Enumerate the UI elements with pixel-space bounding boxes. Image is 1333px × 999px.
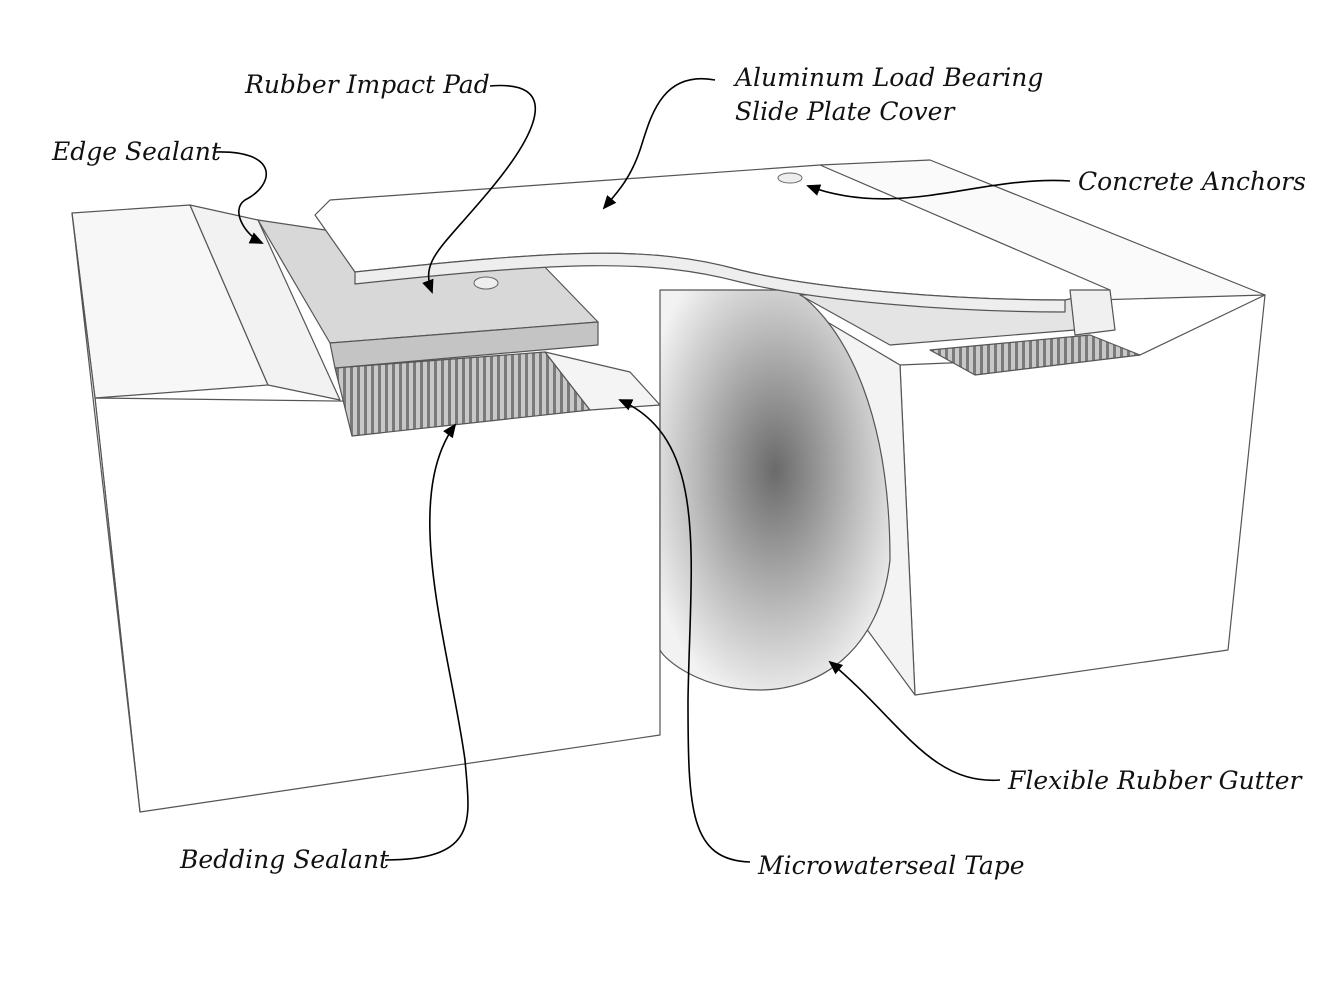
label-aluminum-cover-line2: Slide Plate Cover [735, 97, 956, 126]
microwaterseal-tape [544, 351, 661, 411]
label-rubber-impact-pad: Rubber Impact Pad [244, 70, 490, 99]
label-edge-sealant: Edge Sealant [51, 137, 222, 166]
label-concrete-anchors: Concrete Anchors [1078, 167, 1306, 196]
label-microwaterseal-tape: Microwaterseal Tape [757, 851, 1025, 880]
label-flexible-rubber-gutter: Flexible Rubber Gutter [1007, 766, 1304, 795]
label-aluminum-cover-line1: Aluminum Load Bearing [733, 63, 1043, 92]
flexible-rubber-gutter [659, 289, 891, 691]
left-concrete-slab [71, 204, 661, 813]
bedding-sealant-right [929, 334, 1141, 376]
concrete-anchor-screw [777, 172, 803, 184]
label-bedding-sealant: Bedding Sealant [179, 845, 390, 874]
aluminum-slide-plate-cover [314, 164, 1116, 336]
